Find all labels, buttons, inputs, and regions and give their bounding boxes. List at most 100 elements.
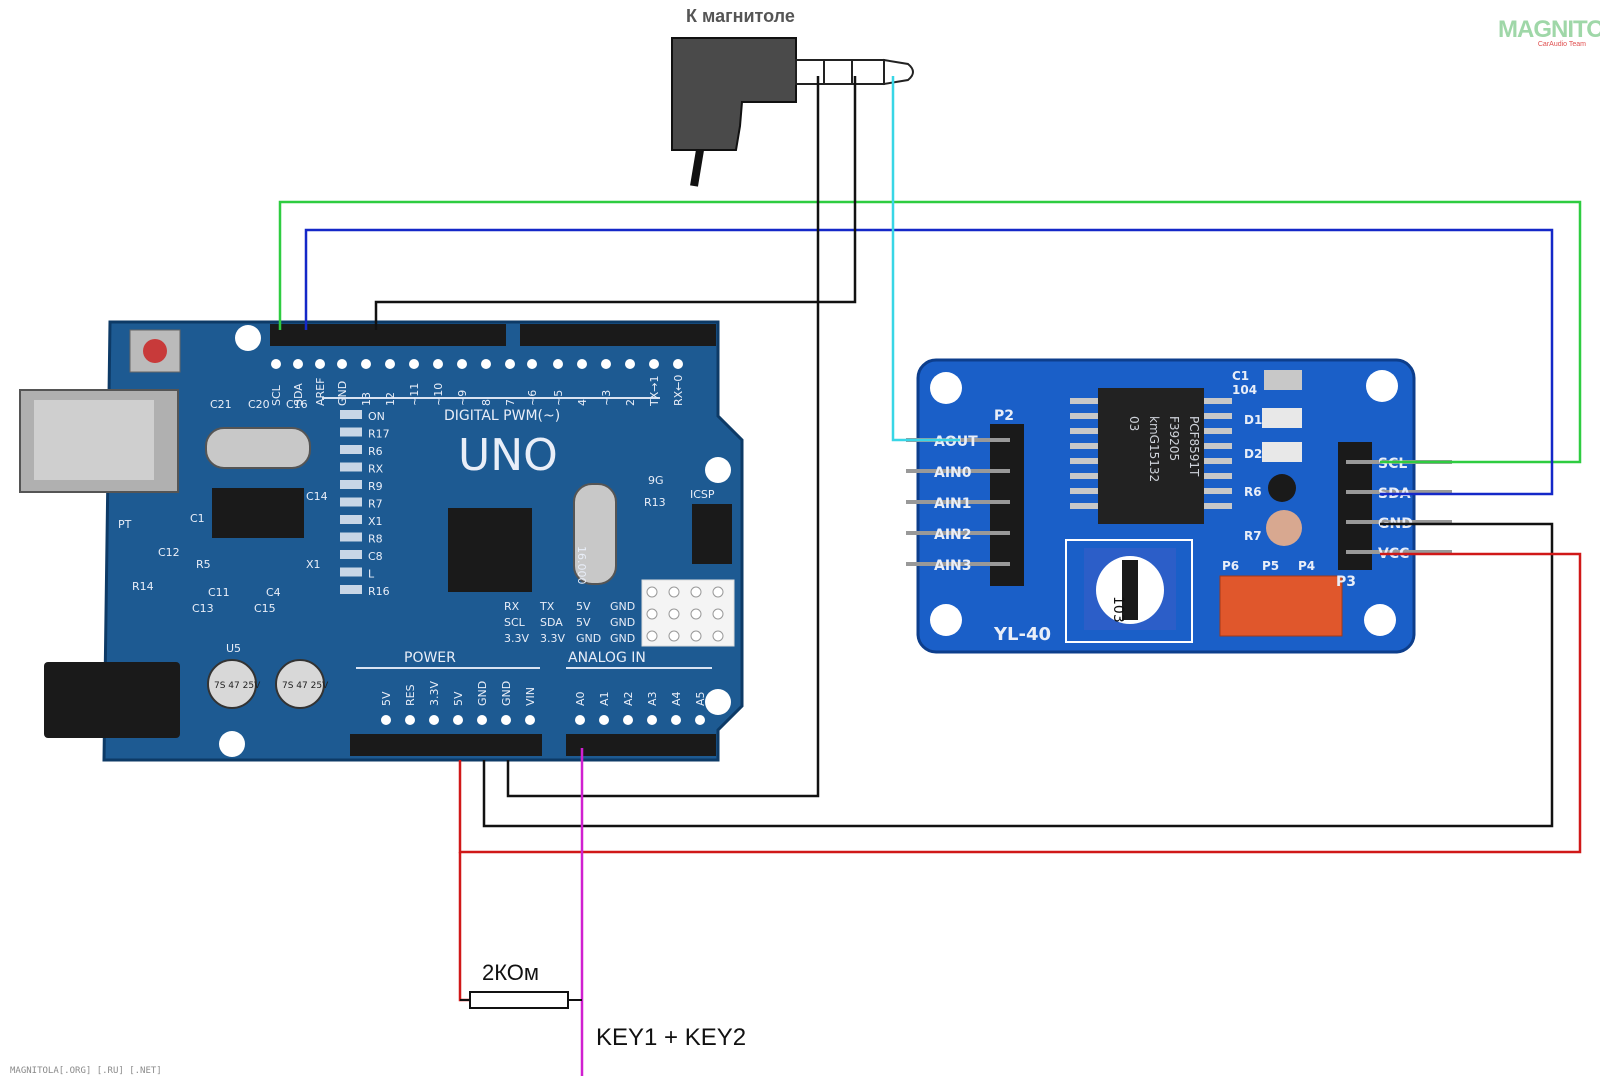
chip-leg: [1070, 503, 1098, 509]
pin-hole: [457, 359, 467, 369]
header-grid-label: 5V: [576, 600, 591, 613]
yl40-name: YL-40: [993, 624, 1051, 645]
module-right-pin-label: SCL: [1378, 456, 1407, 472]
pin-hole: [695, 715, 705, 725]
chip-leg: [1070, 398, 1098, 404]
header-label: К магнитоле: [686, 6, 795, 26]
smd-part: [340, 567, 362, 577]
top-pin-label: ~5: [552, 390, 565, 406]
grid-hole: [668, 586, 680, 598]
pin-hole: [527, 359, 537, 369]
module-left-pin-label: AOUT: [934, 434, 978, 450]
resistor: [460, 991, 582, 1009]
pin-hole: [599, 715, 609, 725]
chip-leg: [1070, 413, 1098, 419]
top-pin-label: 8: [480, 399, 493, 406]
pin-hole: [477, 715, 487, 725]
top-pin-label: ~9: [456, 390, 469, 406]
chip-leg: [1070, 473, 1098, 479]
yl40-board: [916, 358, 1416, 654]
resistor-label: 2КОм: [482, 960, 540, 985]
pin-hole: [671, 715, 681, 725]
key-label: KEY1 + KEY2: [596, 1024, 747, 1051]
analog-pin-label: A5: [694, 691, 707, 706]
pin-hole: [505, 359, 515, 369]
header-grid-label: SCL: [504, 616, 526, 629]
pin-hole: [647, 715, 657, 725]
electrolytic-label: 7S 47 25V: [282, 681, 329, 691]
header-grid-label: 5V: [576, 616, 591, 629]
pin-hole: [337, 359, 347, 369]
smd-part: [340, 445, 362, 454]
misc-label: PT: [118, 518, 132, 531]
grid-hole: [646, 586, 658, 598]
pin-hole: [409, 359, 419, 369]
led-label: L: [368, 568, 375, 581]
top-pin-label: ~10: [432, 383, 445, 406]
cap-label: C14: [306, 490, 328, 503]
uno-title: UNO: [458, 430, 558, 481]
cap-label: C1: [190, 512, 205, 525]
wire-green-scl: [278, 200, 1582, 464]
pin-hole: [501, 715, 511, 725]
led-label: ON: [368, 410, 385, 423]
smd-part: [340, 515, 362, 524]
module-left-pin-label: AIN2: [934, 527, 972, 543]
top-pin-label: 4: [576, 399, 589, 406]
smd-part: [340, 480, 362, 489]
chip-leg: [1204, 488, 1232, 494]
arduino-uno-board: [19, 320, 744, 762]
module-part-label: 104: [1232, 383, 1257, 397]
crystal-label: 16.000: [575, 546, 588, 585]
grid-hole: [646, 630, 658, 642]
power-pin-label: 5V: [380, 691, 393, 706]
power-pin-label: GND: [476, 681, 489, 706]
pin-hole: [453, 715, 463, 725]
pin-hole: [315, 359, 325, 369]
chip-leg: [1204, 473, 1232, 479]
pin-hole: [625, 359, 635, 369]
module-left-pin-label: AIN1: [934, 496, 972, 512]
grid-hole: [690, 608, 702, 620]
pin-hole: [293, 359, 303, 369]
chip-leg: [1070, 428, 1098, 434]
led-label: R8: [368, 533, 383, 546]
module-part-label: R6: [1244, 485, 1262, 499]
pin-hole: [525, 715, 535, 725]
pin-hole: [405, 715, 415, 725]
wire-cyan-aout: [891, 76, 960, 442]
analog-label: ANALOG IN: [568, 650, 646, 666]
smd-part: [340, 497, 362, 507]
brand-logo: MAGNITOLA CarAudio Team: [1498, 16, 1600, 52]
footer-text: MAGNITOLA[.ORG] [.RU] [.NET]: [10, 1066, 162, 1076]
cap-label: C11: [208, 586, 230, 599]
chip-leg: [1204, 443, 1232, 449]
top-pin-label: 7: [504, 399, 517, 406]
pin-hole: [433, 359, 443, 369]
cap-label: C13: [192, 602, 214, 615]
chip-leg: [1204, 503, 1232, 509]
uno-bottom-pin-holes: [381, 715, 705, 725]
module-left-pin-label: AIN3: [934, 558, 972, 574]
module-part-label: P6: [1222, 559, 1239, 573]
wire-blue-sda: [304, 228, 1554, 496]
power-pin-label: RES: [404, 684, 417, 706]
smd-part: [340, 427, 362, 437]
smd-part: [340, 462, 362, 472]
pin-hole: [553, 359, 563, 369]
chip-leg: [1204, 428, 1232, 434]
grid-hole: [668, 608, 680, 620]
top-pin-label: ~3: [600, 390, 613, 406]
grid-hole: [668, 630, 680, 642]
grid-hole: [646, 608, 658, 620]
pin-hole: [385, 359, 395, 369]
grid-hole: [712, 630, 724, 642]
wire-black-module-gnd: [482, 522, 1554, 828]
chip-leg: [1070, 458, 1098, 464]
module-part-label: D1: [1244, 413, 1262, 427]
chip-leg: [1070, 488, 1098, 494]
pin-hole: [601, 359, 611, 369]
